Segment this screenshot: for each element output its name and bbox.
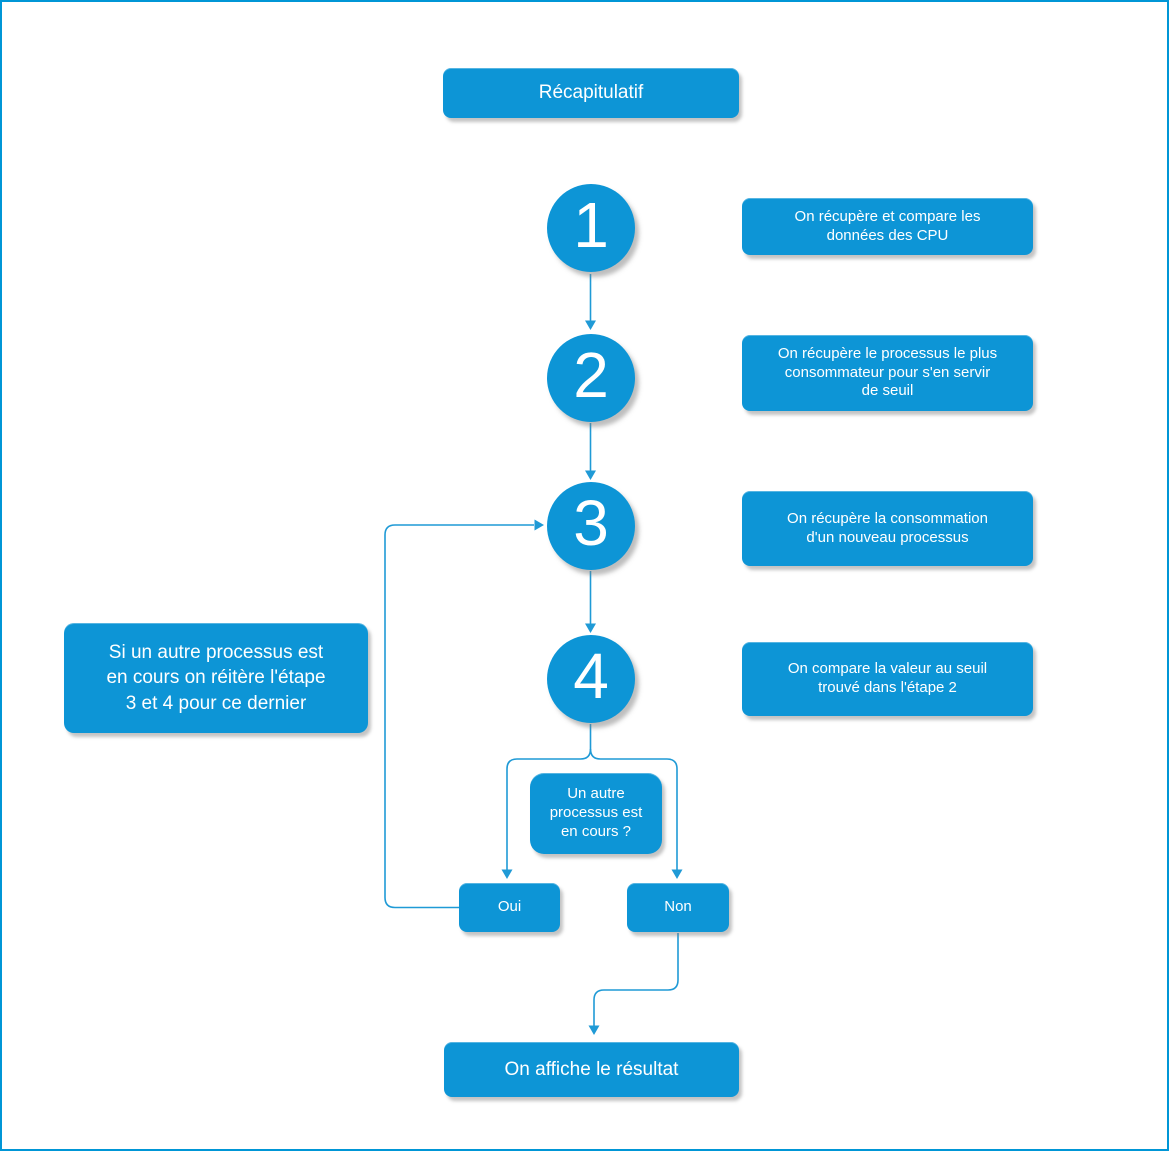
step-number-2: 2 xyxy=(573,339,609,411)
step-number-4: 4 xyxy=(573,640,609,712)
result-box: On affiche le résultat xyxy=(444,1042,739,1097)
step-description-3: On récupère la consommation d'un nouveau… xyxy=(742,491,1033,566)
arrowhead-step4 xyxy=(585,623,596,633)
decision-question-box: Un autre processus est en cours ? xyxy=(530,773,662,854)
arrowhead-step3 xyxy=(585,470,596,480)
step-number-1: 1 xyxy=(573,189,609,261)
title-box: Récapitulatif xyxy=(443,68,739,118)
arrowhead-non xyxy=(671,869,683,879)
step-description-2: On récupère le processus le plus consomm… xyxy=(742,335,1033,411)
step-circle-3: 3 xyxy=(547,482,635,570)
step-description-1: On récupère et compare les données des C… xyxy=(742,198,1033,255)
step-circle-1: 1 xyxy=(547,184,635,272)
line-loop-oui-step3 xyxy=(384,524,534,909)
step-number-3: 3 xyxy=(573,487,609,559)
decision-yes-box: Oui xyxy=(459,883,560,932)
arrowhead-result xyxy=(588,1025,600,1035)
step-circle-4: 4 xyxy=(547,635,635,723)
step-description-4: On compare la valeur au seuil trouvé dan… xyxy=(742,642,1033,716)
loop-annotation-box: Si un autre processus est en cours on ré… xyxy=(64,623,368,733)
step-circle-2: 2 xyxy=(547,334,635,422)
decision-no-box: Non xyxy=(627,883,729,932)
arrowhead-step2 xyxy=(585,320,596,330)
arrowhead-oui xyxy=(501,869,513,879)
line-non-result xyxy=(593,933,679,1026)
arrowhead-loop-step3 xyxy=(534,519,544,531)
